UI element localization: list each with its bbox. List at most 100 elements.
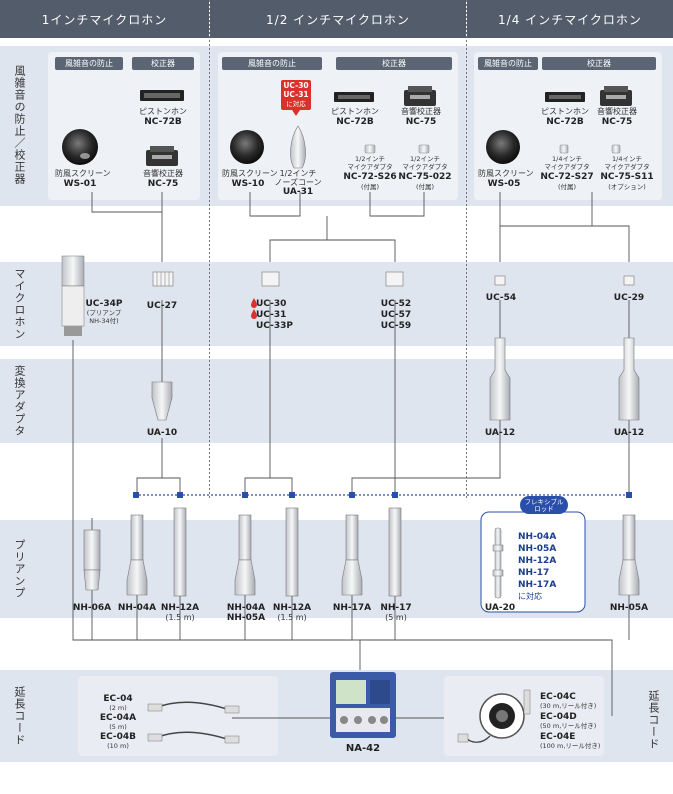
tag-wind-2: 風雑音の防止	[222, 57, 322, 70]
row-label-extension-right-text: 延長コード	[647, 690, 660, 750]
nh04a-05a-label-2: NH-05A	[226, 613, 266, 623]
nc75-desc-3: 音響校正器	[597, 107, 637, 116]
nh12a-label: NH-12A	[160, 603, 200, 613]
badge-note: に対応	[286, 100, 306, 108]
nc72b-label-2: NC-72B	[336, 117, 374, 127]
uc34p-label: UC-34P	[85, 299, 123, 309]
tag-cal-2-text: 校正器	[382, 59, 406, 68]
row-label-extension-right: 延長コード	[644, 680, 662, 760]
ec04d-label: EC-04D	[540, 712, 577, 722]
uc30-label: UC-30	[256, 299, 287, 309]
column-header-quarter-inch-label: 1/4 インチマイクロホン	[498, 12, 642, 27]
row-label-windscreen: 風雑音の防止／校正器	[10, 50, 28, 200]
ua12a-image	[489, 337, 511, 421]
mic-adapter-images	[364, 144, 621, 154]
uc27-label: UC-27	[146, 301, 178, 311]
uc52-label: UC-52	[380, 299, 412, 309]
nc72b-label-3: NC-72B	[546, 117, 584, 127]
s27-label: NC-72-S27	[540, 172, 594, 182]
tag-cal-1-text: 校正器	[151, 59, 175, 68]
uc30-marker	[251, 298, 257, 308]
row-label-microphone: マイクロホン	[10, 266, 28, 342]
tag-wind-1: 風雑音の防止	[55, 57, 123, 70]
ws05-desc: 防風スクリーン	[478, 169, 534, 178]
ec04-length: (2 m)	[109, 704, 127, 712]
ua31-desc-2: ノーズコーン	[274, 178, 322, 187]
rail-nodes	[133, 492, 632, 498]
s27-note: (付属)	[557, 183, 577, 191]
row-label-preamp: プリアンプ	[10, 524, 28, 614]
s26-note: (付属)	[360, 183, 380, 191]
s27-desc-2: マイクアダプタ	[544, 163, 590, 171]
tag-cal-3-text: 校正器	[587, 59, 611, 68]
ws01-label: WS-01	[63, 179, 97, 189]
badge-uc30: UC-30	[283, 81, 309, 90]
nc75-label-3: NC-75	[601, 117, 633, 127]
flex-item-nh12a: NH-12A	[518, 556, 557, 566]
row-label-adapter: 変換アダプタ	[10, 363, 28, 439]
reel-image	[457, 689, 531, 743]
ua12a-label: UA-12	[484, 428, 516, 438]
tag-cal-3: 校正器	[542, 57, 656, 70]
flex-rod-bubble	[520, 496, 568, 514]
tag-cal-2: 校正器	[336, 57, 452, 70]
tag-wind-1-text: 風雑音の防止	[65, 59, 113, 68]
nc72b-desc-1: ピストンホン	[139, 107, 187, 116]
flex-note: に対応	[518, 592, 542, 601]
s11-desc-1: 1/4インチ	[612, 155, 642, 163]
cable-images-left	[147, 701, 240, 744]
uc59-label: UC-59	[380, 321, 412, 331]
ec04e-label: EC-04E	[540, 732, 576, 742]
uc29-label: UC-29	[613, 293, 645, 303]
calibrator-images	[146, 86, 632, 166]
ec04c-length: (30 m,リール付き)	[540, 702, 597, 710]
row-label-microphone-text: マイクロホン	[13, 268, 26, 340]
s022-note: (付属)	[415, 183, 435, 191]
ua10-image	[151, 381, 173, 421]
uc34p-note-1: (プリアンプ	[86, 309, 122, 317]
s022-label: NC-75-022	[398, 172, 452, 182]
ws10-label: WS-10	[231, 179, 265, 189]
ec04b-label: EC-04B	[99, 732, 137, 742]
row-band-microphone	[0, 262, 673, 346]
panel-quarter-inch	[474, 52, 662, 200]
row-band-adapter	[0, 359, 673, 443]
capsule-images	[152, 271, 635, 287]
row-label-windscreen-text: 風雑音の防止／校正器	[13, 65, 26, 185]
uc34p-image	[61, 255, 85, 336]
pistonphone-images	[140, 90, 585, 102]
ua31-image	[290, 125, 306, 169]
flex-item-nh17a: NH-17A	[518, 580, 557, 590]
ec04d-length: (50 m,リール付き)	[540, 722, 597, 730]
na42-image	[330, 672, 396, 738]
ws10-image	[230, 130, 264, 164]
column-header-one-inch: 1インチマイクロホン	[0, 0, 209, 38]
ua31-label: UA-31	[282, 187, 314, 197]
ua20-image	[492, 527, 504, 599]
uc33p-label: UC-33P	[256, 321, 293, 331]
row-label-preamp-text: プリアンプ	[13, 539, 26, 599]
nh12a-length: (1.5 m)	[165, 613, 195, 622]
row-label-adapter-text: 変換アダプタ	[13, 365, 26, 437]
ws01-image	[62, 129, 98, 165]
s022-desc-1: 1/2インチ	[410, 155, 440, 163]
flex-item-nh05a: NH-05A	[518, 544, 557, 554]
panel-half-inch	[218, 52, 458, 200]
uc54-label: UC-54	[485, 293, 517, 303]
ws05-image	[486, 130, 520, 164]
ua12b-label: UA-12	[613, 428, 645, 438]
nh12a-b-length: (1.5 m)	[277, 613, 307, 622]
tag-wind-2-text: 風雑音の防止	[248, 59, 296, 68]
flex-item-nh17: NH-17	[518, 568, 550, 578]
uc57-label: UC-57	[380, 310, 412, 320]
column-header-quarter-inch: 1/4 インチマイクロホン	[467, 0, 673, 38]
nh17a-label: NH-17A	[332, 603, 372, 613]
ua31-badge	[281, 80, 311, 110]
nh06a-label: NH-06A	[72, 603, 112, 613]
nh04a-label: NH-04A	[117, 603, 157, 613]
nh04a-05a-label-1: NH-04A	[226, 603, 266, 613]
ec04a-length: (5 m)	[109, 723, 127, 731]
ws10-desc: 防風スクリーン	[222, 169, 278, 178]
ua31-desc-1: 1/2インチ	[279, 169, 317, 178]
